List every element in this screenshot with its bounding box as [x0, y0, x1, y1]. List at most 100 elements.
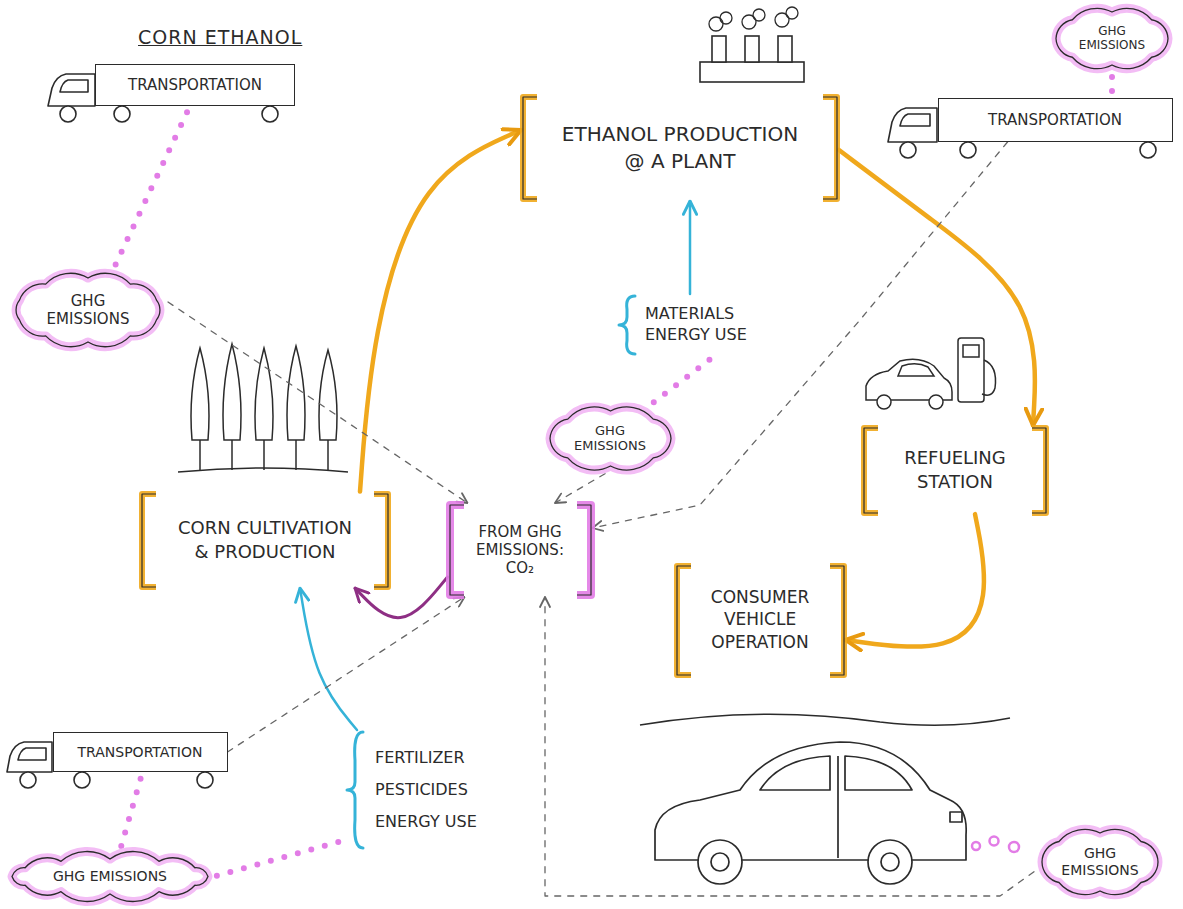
truck-trailer: TRANSPORTATION	[95, 64, 295, 106]
bracket-mark	[864, 428, 878, 513]
truck-cab	[7, 74, 937, 772]
node-label: CONSUMER VEHICLE OPERATION	[703, 586, 818, 655]
bracket-mark	[374, 494, 388, 587]
bracket-mark	[677, 566, 691, 675]
connector	[1109, 72, 1115, 98]
curly-brace	[347, 732, 363, 848]
emission-dot	[972, 837, 1019, 853]
corn-stalk	[287, 346, 305, 440]
truck-wheel	[900, 142, 916, 158]
factory	[712, 36, 726, 62]
emission-cloud: GHG EMISSIONS	[1048, 4, 1176, 73]
factory	[700, 36, 804, 82]
bracket-mark	[450, 505, 464, 595]
corn-stalk	[191, 348, 209, 440]
connector	[113, 106, 190, 270]
node-outline	[521, 95, 839, 201]
truck-cab	[900, 114, 930, 126]
cloud-halo	[1042, 829, 1158, 894]
bracket-box: FROM GHG EMISSIONS: CO₂	[448, 503, 593, 597]
corn-stalk	[295, 440, 297, 470]
bracket-mark	[823, 97, 837, 199]
node-label: MATERIALS ENERGY USE	[645, 304, 755, 346]
connector	[593, 142, 1008, 528]
factory	[778, 36, 792, 62]
connector	[360, 130, 521, 492]
connector	[216, 840, 345, 876]
emission-dot	[972, 842, 980, 850]
car	[845, 756, 912, 790]
brace-group: FERTILIZER PESTICIDES ENERGY USE	[345, 730, 495, 850]
emission-cloud: GHG EMISSIONS	[8, 270, 168, 350]
bracket-box: ETHANOL PRODUCTION @ A PLANT	[521, 95, 839, 201]
cloud-outline	[550, 406, 671, 469]
bracket-mark	[523, 97, 537, 199]
truck-cab	[888, 108, 937, 142]
bracket-mark	[1032, 428, 1046, 513]
bracket-mark	[374, 494, 388, 587]
corn-stalk	[199, 440, 201, 470]
factory	[745, 36, 759, 62]
node-outline	[542, 403, 679, 474]
small-car	[898, 364, 934, 376]
emission-dot	[1009, 842, 1019, 852]
car	[837, 756, 839, 858]
car	[698, 840, 742, 884]
bracket-mark	[823, 97, 837, 199]
brace-group: MATERIALS ENERGY USE	[617, 294, 763, 356]
truck-wheel	[960, 142, 976, 158]
node-label: TRANSPORTATION	[128, 76, 262, 94]
bracket-mark	[577, 505, 591, 595]
bracket-mark	[577, 505, 591, 595]
bracket-box: CONSUMER VEHICLE OPERATION	[675, 564, 846, 677]
corn-stalk	[191, 344, 337, 470]
curly-brace	[619, 296, 635, 354]
cloud-outline	[1042, 829, 1158, 894]
truck-wheel	[20, 106, 1156, 788]
fuel-pump	[982, 360, 996, 395]
smoke-puff	[709, 17, 723, 31]
car	[711, 853, 729, 871]
connector	[555, 474, 605, 503]
truck-wheel	[197, 772, 213, 788]
ground-line	[178, 468, 348, 472]
small-car	[866, 359, 952, 400]
node-label: GHG EMISSIONS	[568, 423, 653, 454]
car	[881, 853, 899, 871]
node-label: REFUELING STATION	[890, 446, 1020, 495]
factory	[700, 62, 804, 82]
truck-wheel	[74, 772, 90, 788]
car	[950, 812, 962, 822]
node-label: TRANSPORTATION	[988, 111, 1122, 129]
fuel-pump	[963, 345, 979, 357]
connector	[689, 201, 692, 294]
cloud-outline	[1056, 8, 1168, 68]
cloud-halo	[12, 851, 208, 901]
smoke-puff	[709, 7, 798, 31]
truck-trailer: TRANSPORTATION	[53, 732, 228, 772]
node-outline	[140, 492, 390, 589]
smoke-puff	[720, 12, 732, 24]
node-outline	[862, 426, 1048, 515]
truck-wheel	[262, 106, 278, 122]
corn-stalk	[223, 344, 241, 440]
connector	[300, 588, 357, 730]
small-car	[877, 395, 891, 409]
smoke-puff	[753, 9, 765, 21]
node-label: GHG EMISSIONS	[1060, 845, 1140, 879]
truck-cab	[7, 742, 52, 772]
node-label: GHG EMISSIONS	[1072, 24, 1152, 53]
small-car	[929, 395, 943, 409]
bracket-mark	[523, 97, 537, 199]
car	[760, 756, 830, 790]
small-car	[866, 359, 952, 409]
node-label: FROM GHG EMISSIONS: CO₂	[468, 523, 573, 577]
diagram-title: CORN ETHANOL	[138, 26, 302, 48]
bracket-mark	[450, 505, 464, 595]
truck-cab	[60, 80, 88, 92]
corn-stalk	[319, 350, 337, 440]
bracket-mark	[830, 566, 844, 675]
cloud-halo	[1056, 8, 1168, 68]
cloud-outline	[16, 273, 160, 346]
